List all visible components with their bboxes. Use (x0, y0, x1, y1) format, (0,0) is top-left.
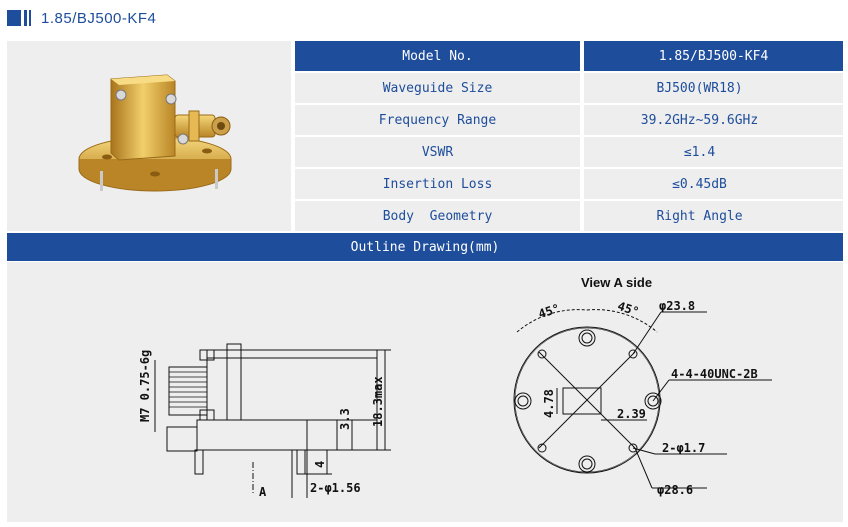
spec-label: Model No. (295, 41, 580, 71)
bolt-circle-label: φ23.8 (659, 299, 695, 313)
page-header: 1.85/BJ500-KF4 (7, 5, 156, 31)
spec-label: Waveguide Size (295, 73, 580, 103)
thread-holes-label: 4-4-40UNC-2B (671, 367, 758, 381)
title-marker-icon (7, 10, 31, 26)
dimension-4-78-label: 4.78 (542, 389, 556, 418)
spec-value: ≤0.45dB (672, 176, 727, 192)
angle-left-label: 45° (537, 301, 562, 321)
dimension-4-label: 4 (313, 461, 327, 468)
pin-diameter-label: 2-φ1.56 (310, 481, 361, 495)
flange-outline (513, 326, 661, 474)
spec-row-frequency-range: Frequency Range 39.2GHz~59.6GHz (295, 105, 843, 137)
spec-table: Model No. 1.85/BJ500-KF4 Waveguide Size … (295, 41, 843, 233)
outline-drawing: M7 0.75-6g 18.3max 3.3 4 2-φ1.56 A View … (138, 275, 772, 499)
spec-value: 1.85/BJ500-KF4 (584, 41, 843, 71)
dimension-2-39-label: 2.39 (617, 407, 646, 421)
pin-holes-label: 2-φ1.7 (662, 441, 705, 455)
spec-value: BJ500(WR18) (656, 80, 743, 96)
product-image-panel (7, 41, 291, 231)
spec-row-insertion-loss: Insertion Loss ≤0.45dB (295, 169, 843, 201)
outer-diameter-label: φ28.6 (657, 483, 693, 497)
spec-label: Body Geometry (295, 201, 580, 231)
view-a-marker: A (259, 485, 267, 499)
outline-drawing-panel: M7 0.75-6g 18.3max 3.3 4 2-φ1.56 A View … (7, 262, 843, 522)
spec-value: ≤1.4 (683, 144, 716, 160)
height-dimension-label: 18.3max (371, 376, 385, 427)
page-title: 1.85/BJ500-KF4 (41, 9, 157, 27)
dimension-3-3-label: 3.3 (338, 408, 352, 430)
spec-row-body-geometry: Body Geometry Right Angle (295, 201, 843, 233)
spec-row-waveguide-size: Waveguide Size BJ500(WR18) (295, 73, 843, 105)
outline-drawing-header: Outline Drawing(mm) (7, 233, 843, 261)
spec-label: VSWR (295, 137, 580, 167)
product-image (78, 74, 232, 192)
angle-right-label: 45° (616, 299, 641, 319)
spec-row-model: Model No. 1.85/BJ500-KF4 (295, 41, 843, 73)
side-connector (168, 366, 208, 416)
spec-label: Frequency Range (295, 105, 580, 135)
spec-value: 39.2GHz~59.6GHz (640, 112, 759, 128)
spec-value: Right Angle (656, 208, 743, 224)
thread-spec-label: M7 0.75-6g (138, 350, 152, 422)
view-a-side-title: View A side (581, 275, 652, 290)
spec-row-vswr: VSWR ≤1.4 (295, 137, 843, 169)
spec-label: Insertion Loss (295, 169, 580, 199)
